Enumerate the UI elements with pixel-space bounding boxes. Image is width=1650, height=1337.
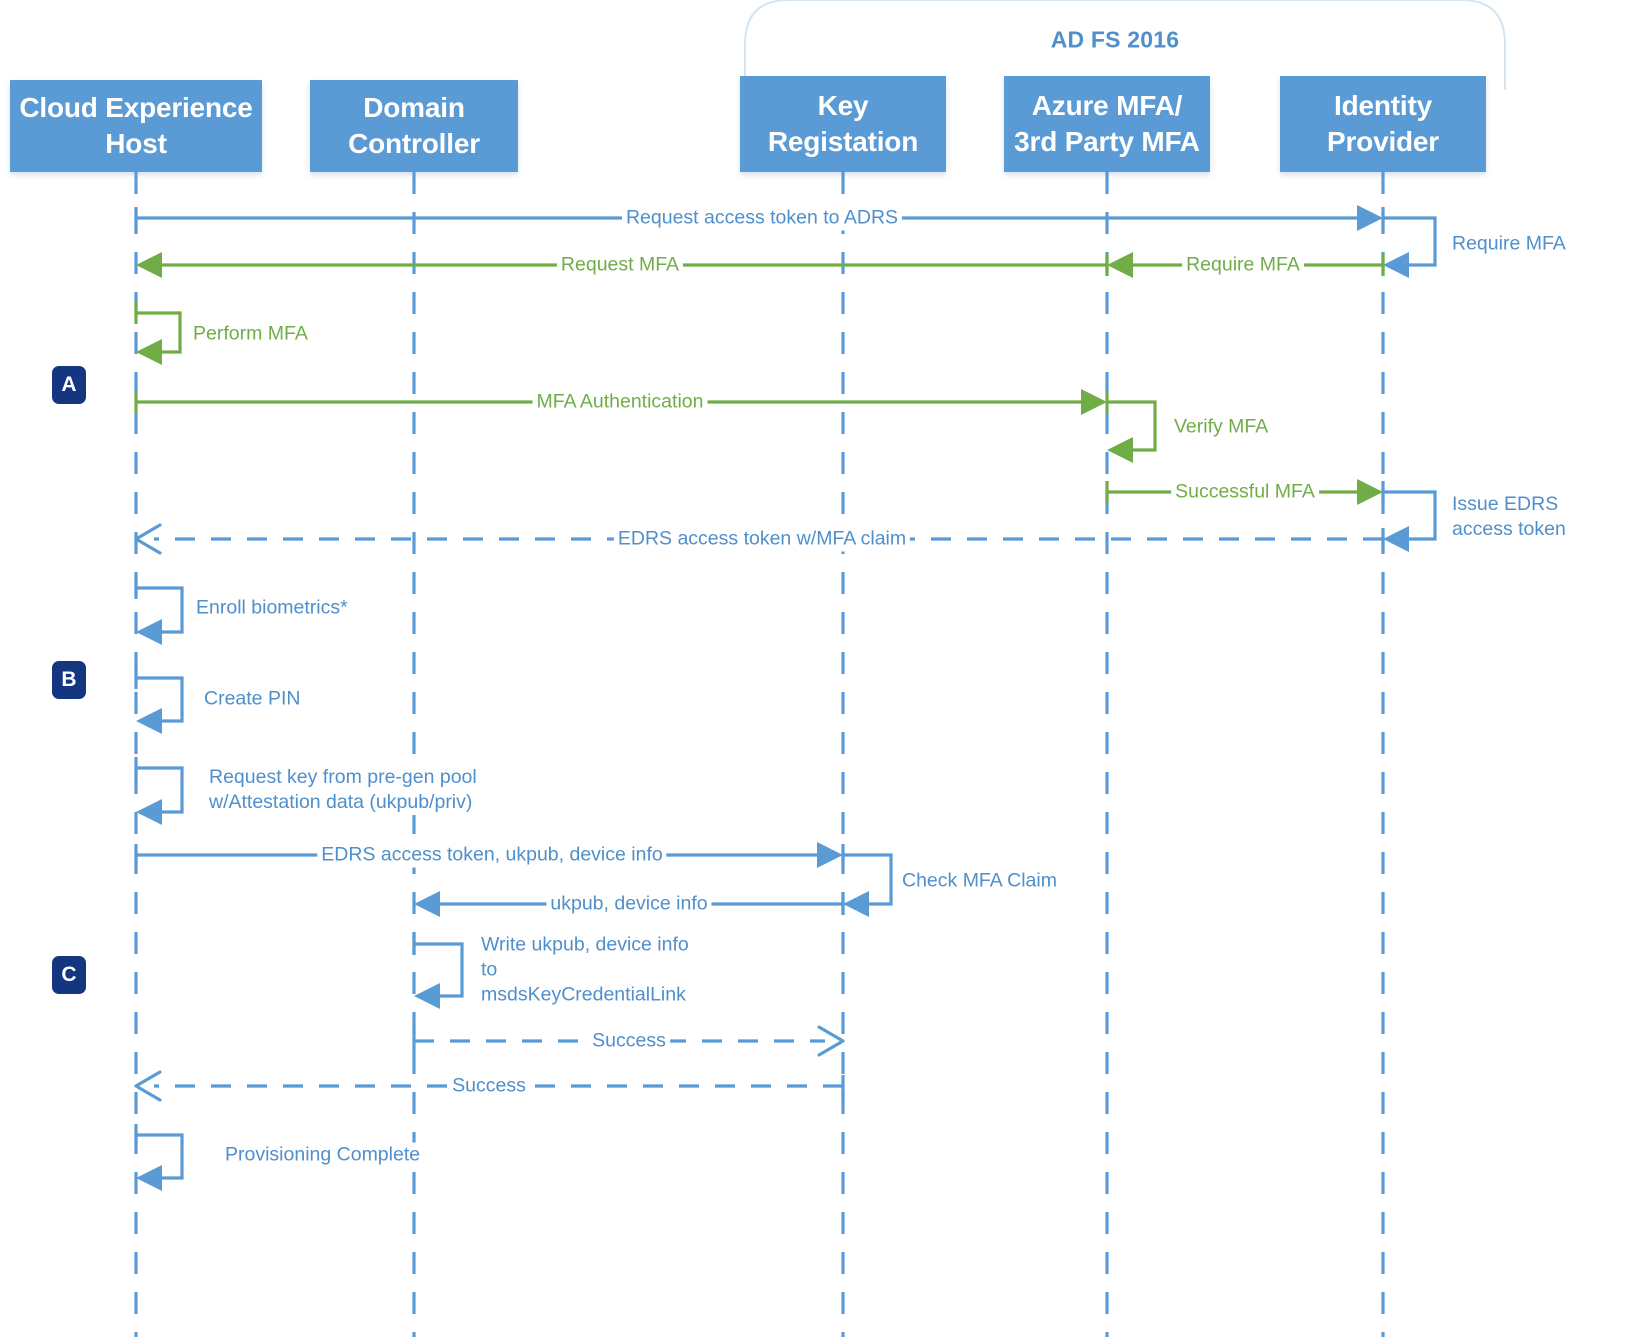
- self-message-path: [136, 1133, 184, 1180]
- message-label-m6: MFA Authentication: [532, 389, 708, 415]
- arrowhead-open: [817, 1025, 845, 1057]
- phase-badge-c: C: [52, 956, 86, 994]
- message-label-m13: Request key from pre-gen pool w/Attestat…: [205, 765, 481, 815]
- arrowhead-solid: [136, 1165, 162, 1191]
- arrowhead-solid: [136, 619, 162, 645]
- self-message-path: [1383, 490, 1437, 541]
- arrowhead-solid: [1107, 437, 1133, 463]
- message-label-m16: ukpub, device info: [546, 891, 712, 917]
- message-label-m2: Require MFA: [1448, 231, 1570, 257]
- actor-box-mfa[interactable]: Azure MFA/3rd Party MFA: [1004, 76, 1210, 172]
- actor-label-line1: Key: [817, 90, 869, 122]
- message-label-m11: Enroll biometrics*: [192, 595, 352, 621]
- actor-label-line2: 3rd Party MFA: [1014, 126, 1200, 157]
- actor-label-line1: Identity: [1334, 90, 1432, 122]
- arrowhead-solid: [136, 799, 162, 825]
- message-m17: [412, 933, 464, 1009]
- message-label-m20: Provisioning Complete: [221, 1142, 425, 1168]
- message-label-m7: Verify MFA: [1170, 414, 1273, 440]
- messages-layer: [134, 205, 1437, 1191]
- arrowhead-solid: [1383, 526, 1409, 552]
- adfs-group-frame: [744, 0, 1506, 90]
- message-m13: [134, 757, 184, 825]
- arrowhead-solid: [136, 339, 162, 365]
- self-message-path: [414, 942, 464, 998]
- message-label-m14: EDRS access token, ukpub, device info: [317, 842, 667, 868]
- message-label-m5: Perform MFA: [189, 321, 312, 347]
- message-label-m1: Request access token to ADRS: [621, 205, 903, 231]
- actor-label-line1: Cloud Experience: [19, 92, 253, 124]
- actor-label-mfa: Azure MFA/3rd Party MFA: [1014, 88, 1200, 160]
- arrowhead-solid: [817, 842, 843, 868]
- arrowhead-solid: [1081, 389, 1107, 415]
- self-message-path: [1107, 400, 1157, 452]
- self-message-path: [1383, 216, 1437, 267]
- self-message-path: [136, 766, 184, 814]
- message-m15: [841, 844, 893, 917]
- message-m12: [134, 667, 184, 734]
- arrowhead-open: [134, 523, 162, 555]
- message-label-m12: Create PIN: [200, 686, 305, 712]
- message-m7: [1105, 391, 1157, 463]
- message-label-m15: Check MFA Claim: [898, 868, 1061, 894]
- arrowhead-solid: [1383, 252, 1409, 278]
- message-m9: [1381, 481, 1437, 552]
- arrowhead-solid: [414, 891, 440, 917]
- arrowhead-solid: [843, 891, 869, 917]
- phase-badge-a: A: [52, 366, 86, 404]
- message-label-m10: EDRS access token w/MFA claim: [613, 526, 911, 552]
- self-message-path: [136, 311, 182, 354]
- message-label-m3: Require MFA: [1182, 252, 1304, 278]
- arrowhead-solid: [136, 252, 162, 278]
- self-message-path: [136, 586, 184, 634]
- arrowhead-solid: [136, 708, 162, 734]
- message-label-m4: Request MFA: [556, 252, 684, 278]
- self-message-path: [843, 853, 893, 906]
- self-message-path: [136, 676, 184, 723]
- phase-badge-b: B: [52, 661, 86, 699]
- message-label-m8: Successful MFA: [1171, 479, 1319, 505]
- arrowhead-open: [134, 1070, 162, 1102]
- message-label-m17: Write ukpub, device info to msdsKeyCrede…: [477, 932, 693, 1008]
- actor-label-line2: Host: [105, 128, 167, 159]
- actor-label-line2: Controller: [348, 128, 480, 159]
- actor-label-line1: Domain: [363, 92, 465, 124]
- message-label-m9: Issue EDRS access token: [1448, 492, 1570, 542]
- message-m5: [134, 302, 182, 365]
- message-m11: [134, 577, 184, 645]
- message-m19: [134, 1070, 845, 1102]
- message-label-m19: Success: [448, 1073, 530, 1099]
- arrowhead-solid: [414, 983, 440, 1009]
- actor-label-line1: Azure MFA/: [1031, 90, 1183, 122]
- actor-label-line2: Provider: [1327, 126, 1439, 157]
- message-m2: [1381, 207, 1437, 278]
- arrowhead-solid: [1107, 252, 1133, 278]
- message-label-m18: Success: [588, 1028, 670, 1054]
- message-m20: [134, 1124, 184, 1191]
- actor-label-line2: Registation: [767, 126, 919, 157]
- arrowhead-solid: [1357, 205, 1383, 231]
- message-m18: [412, 1025, 845, 1057]
- group-label-adfs: AD FS 2016: [1050, 26, 1180, 53]
- arrowhead-solid: [1357, 479, 1383, 505]
